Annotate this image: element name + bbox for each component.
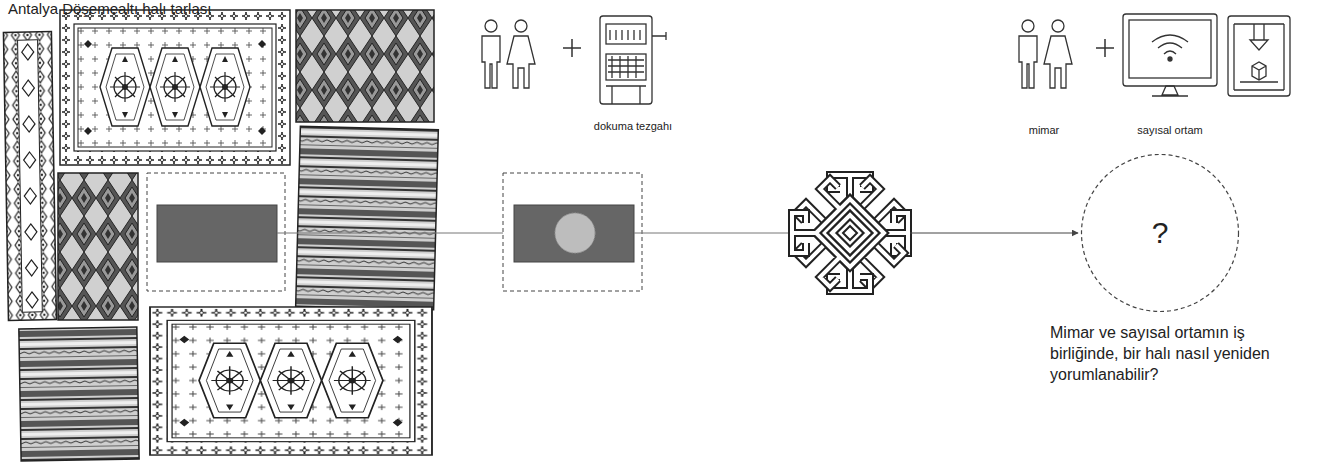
carpet-block [514, 205, 634, 262]
diamond-carpet [296, 10, 434, 122]
icon-caption: dokuma tezgahı [594, 120, 672, 132]
flow-line [634, 233, 790, 234]
carpet-strip [3, 32, 56, 321]
computer-icon [1123, 14, 1217, 96]
carpet-block [157, 205, 277, 262]
dashed-frame [503, 173, 642, 291]
icon-caption: mimar [1029, 124, 1060, 136]
carpet-motif [792, 175, 908, 291]
plus-sign [563, 39, 581, 57]
striped-kilim [19, 327, 139, 461]
people-icon [1019, 20, 1072, 88]
flow-line [277, 233, 503, 234]
question-caption: Mimar ve sayısal ortamın iş birliğinde, … [1050, 323, 1280, 385]
loom-icon [600, 16, 666, 104]
question-circle: ?Mimar ve sayısal ortamın iş birliğinde,… [1080, 153, 1240, 313]
people-icon [482, 20, 535, 88]
dashed-frame [147, 173, 285, 291]
medallion-carpet [60, 10, 290, 165]
selected-motif [555, 213, 595, 253]
diamond-carpet [58, 173, 138, 320]
plus-sign [1096, 39, 1114, 57]
question-mark: ? [1152, 216, 1169, 250]
flow-arrow [910, 233, 1078, 234]
printer-icon [1228, 16, 1290, 96]
icon-caption: sayısal ortam [1137, 124, 1202, 136]
page-title: Antalya Döşemealtı halı tarlası [8, 0, 211, 17]
striped-kilim [296, 126, 439, 310]
medallion-carpet [150, 307, 432, 455]
